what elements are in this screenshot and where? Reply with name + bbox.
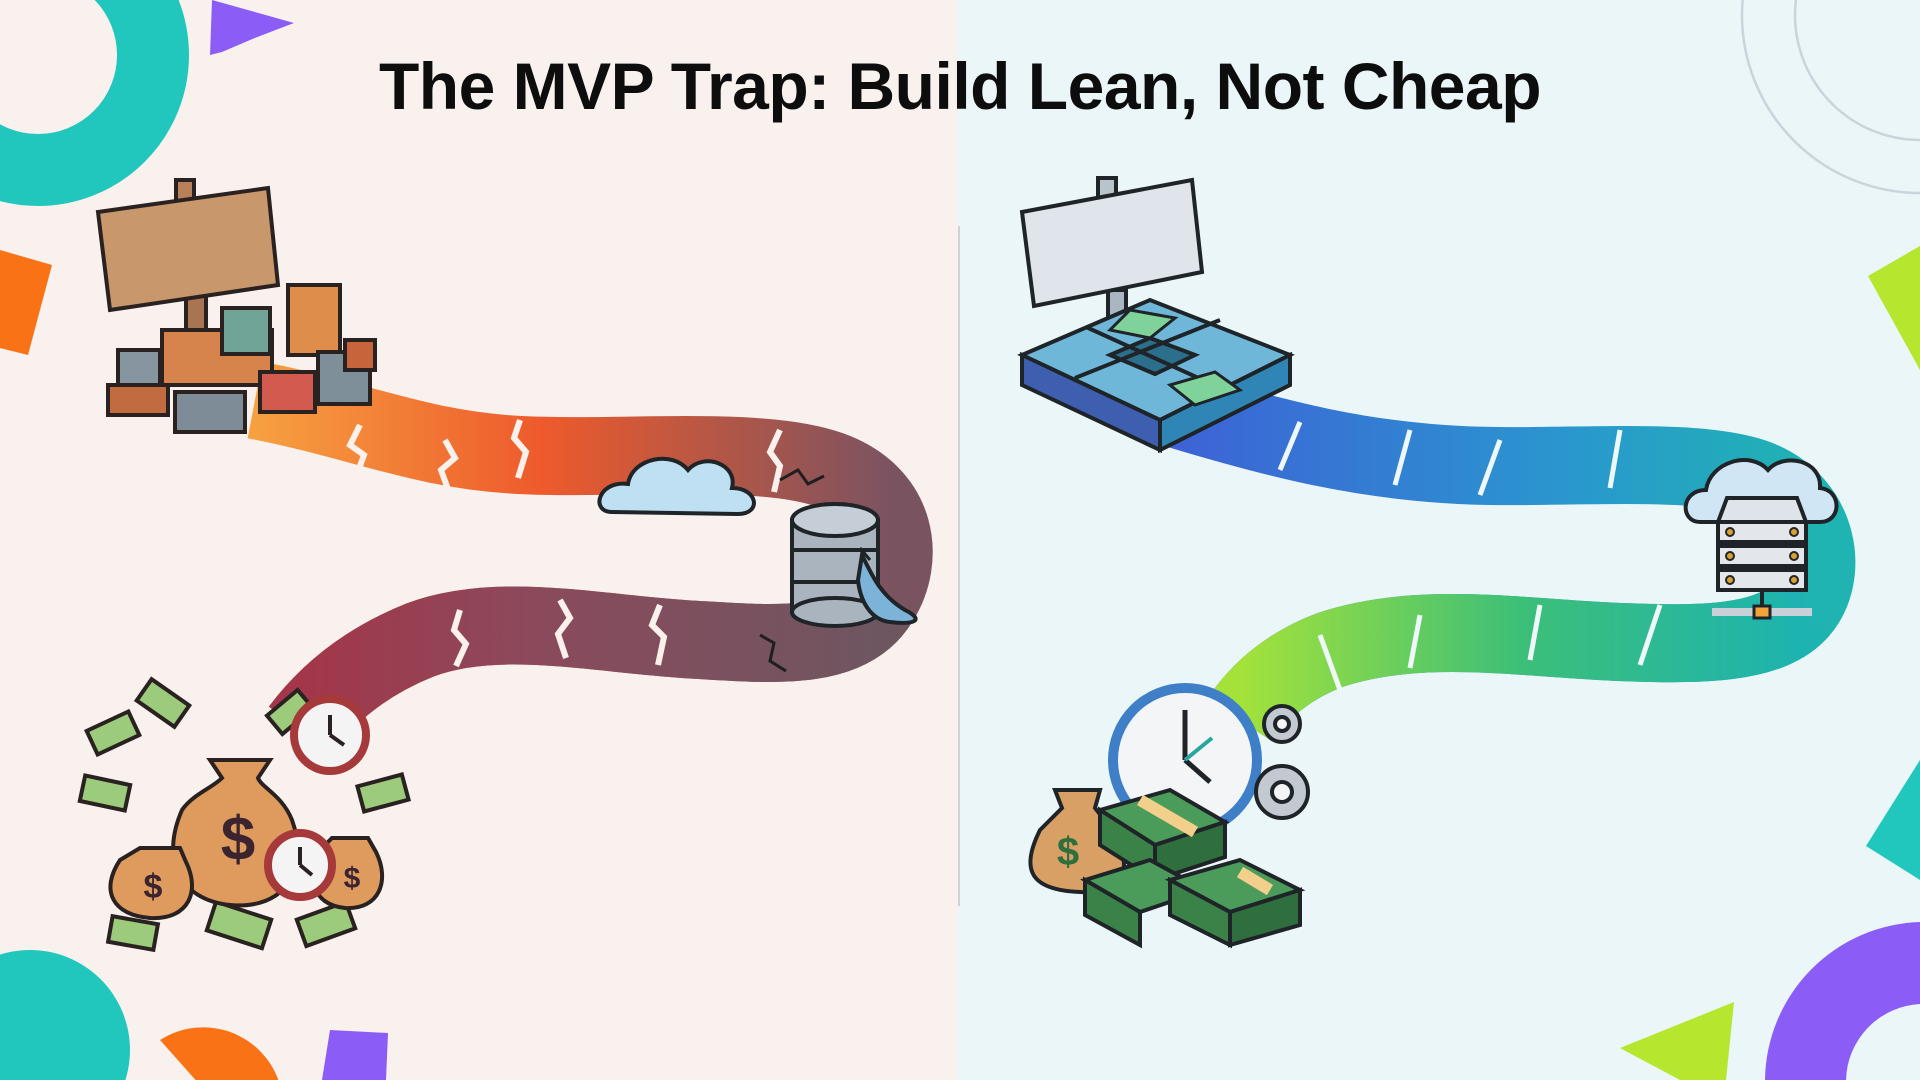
decor-purple-square-bottom: [322, 1030, 388, 1080]
puzzle-foundation-icon: [1017, 297, 1295, 454]
page-title: The MVP Trap: Build Lean, Not Cheap: [378, 49, 1542, 123]
blank-wooden-sign-icon: [95, 178, 281, 347]
decor-gray-rings-top-right: [1740, 0, 1920, 195]
lean-resources-icon: [1028, 683, 1310, 949]
decor-orange-semicircle: [160, 1027, 279, 1080]
dollar-sign-small-left: $: [144, 868, 163, 906]
decor-teal-ring-top-left: [0, 0, 189, 206]
decor-teal-triangle: [1866, 760, 1920, 880]
decor-teal-circle-bottom-left: [0, 950, 130, 1080]
lean-road: [1168, 372, 1856, 743]
panel-divider: [958, 226, 960, 906]
cloud-server-icon: [1683, 458, 1839, 620]
decor-purple-ring-bottom-right: [1765, 922, 1920, 1080]
crumbling-bricks-icon: [106, 283, 377, 434]
decor-purple-triangle-fill: [210, 0, 294, 55]
decor-lime-square: [1868, 246, 1920, 370]
leaking-database-icon: [790, 502, 918, 628]
decor-lime-triangle: [1620, 1002, 1734, 1080]
dollar-sign-large: $: [221, 805, 255, 874]
dollar-sign-small-right: $: [344, 862, 361, 895]
dollar-sign-lean: $: [1057, 830, 1079, 874]
cloud-icon: [597, 456, 756, 517]
money-bags-chaos-icon: [77, 676, 412, 953]
decor-orange-square: [0, 250, 52, 355]
